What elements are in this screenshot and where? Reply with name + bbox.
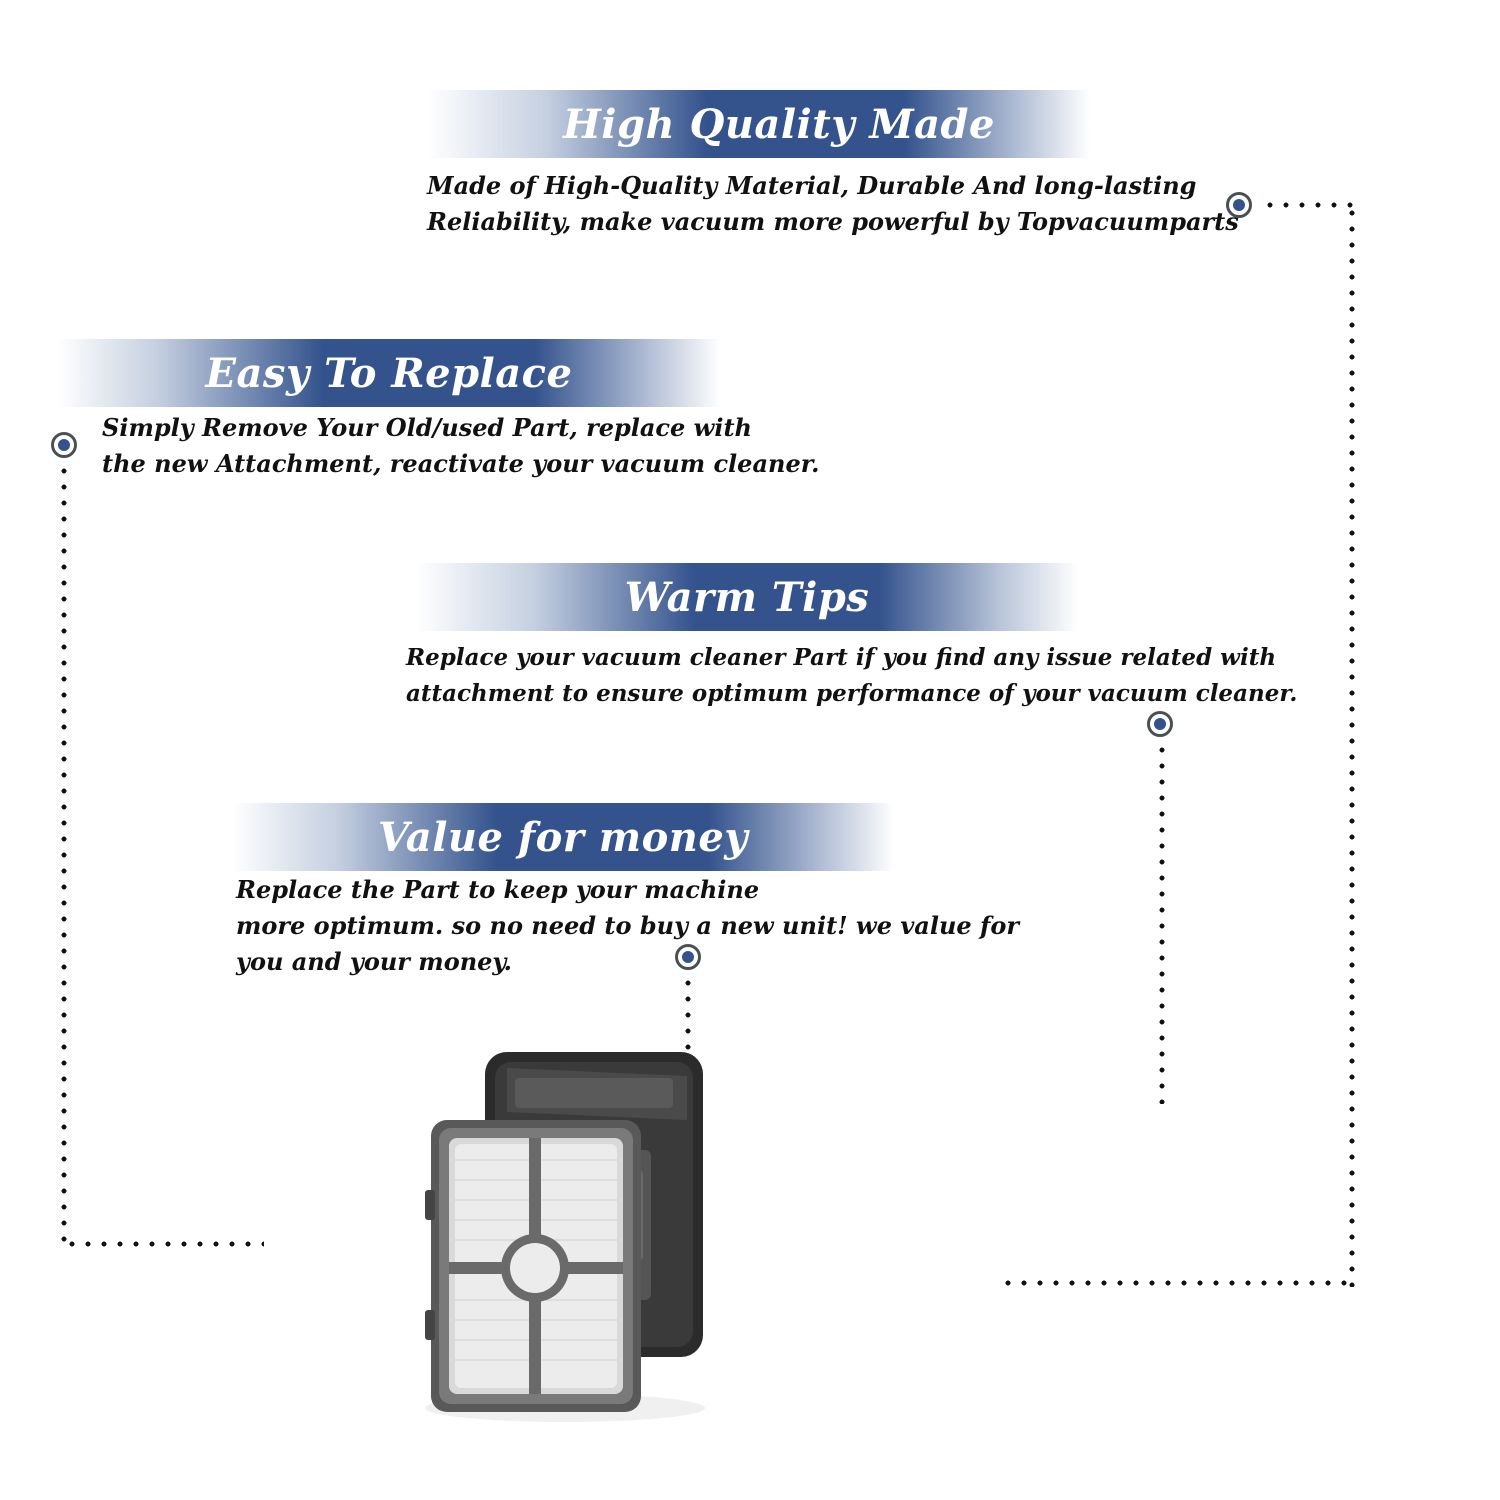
target-bullet-icon: [675, 944, 701, 970]
description-value-money: Replace the Part to keep your machine mo…: [236, 872, 1019, 980]
banner-high-quality: High Quality Made: [428, 90, 1090, 158]
vacuum-filter-image: [425, 1052, 705, 1422]
target-bullet-icon: [1226, 192, 1252, 218]
banner-value-money: Value for money: [232, 803, 894, 871]
dotted-connector: [61, 463, 67, 1248]
banner-title: High Quality Made: [563, 100, 995, 148]
description-line: you and your money.: [236, 947, 512, 976]
description-line: more optimum. so no need to buy a new un…: [236, 911, 1019, 940]
description-line: Replace the Part to keep your machine: [236, 875, 760, 904]
description-warm-tips: Replace your vacuum cleaner Part if you …: [406, 640, 1297, 712]
banner-easy-replace: Easy To Replace: [58, 339, 720, 407]
dotted-connector: [1349, 205, 1355, 1287]
target-bullet-icon: [1147, 711, 1173, 737]
banner-title: Warm Tips: [624, 573, 870, 621]
description-line: Made of High-Quality Material, Durable A…: [427, 171, 1197, 200]
banner-title: Easy To Replace: [205, 349, 573, 397]
banner-title: Value for money: [377, 813, 749, 861]
target-bullet-icon: [51, 432, 77, 458]
description-easy-replace: Simply Remove Your Old/used Part, replac…: [102, 410, 820, 482]
dotted-connector: [1000, 1280, 1352, 1286]
description-line: the new Attachment, reactivate your vacu…: [102, 449, 820, 478]
description-line: Replace your vacuum cleaner Part if you …: [406, 644, 1277, 671]
description-line: Reliability, make vacuum more powerful b…: [427, 207, 1239, 236]
dotted-connector: [685, 975, 691, 1053]
dotted-connector: [1262, 202, 1354, 208]
description-line: Simply Remove Your Old/used Part, replac…: [102, 413, 752, 442]
description-high-quality: Made of High-Quality Material, Durable A…: [427, 168, 1239, 240]
banner-warm-tips: Warm Tips: [416, 563, 1078, 631]
description-line: attachment to ensure optimum performance…: [406, 680, 1298, 707]
dotted-connector: [64, 1241, 264, 1247]
dotted-connector: [1159, 742, 1165, 1104]
